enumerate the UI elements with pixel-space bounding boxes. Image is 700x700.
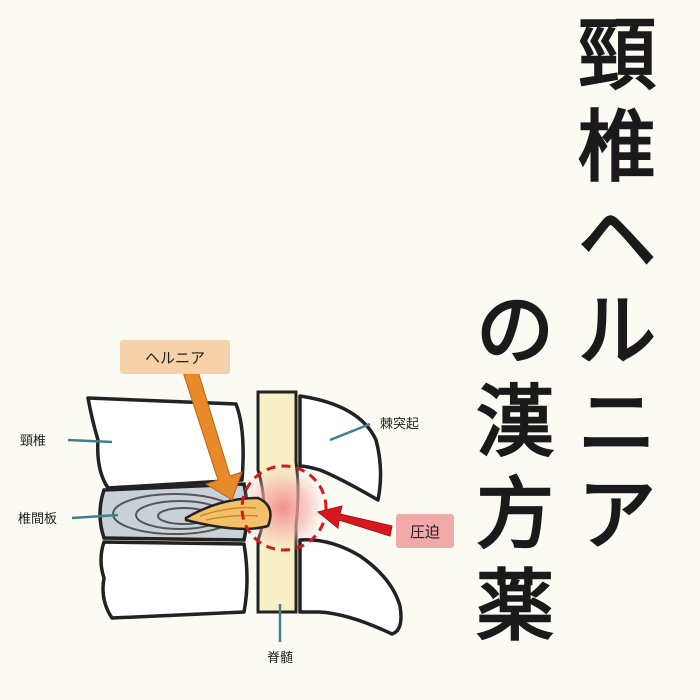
label-intervertebral-disc: 椎間板 bbox=[18, 512, 57, 527]
compression-circle bbox=[240, 464, 328, 552]
title-char: ル bbox=[577, 286, 656, 377]
label-cervical-vertebra: 頸椎 bbox=[20, 434, 46, 449]
title-column-left: の 漢 方 薬 bbox=[470, 285, 560, 653]
compression-callout: 圧迫 bbox=[396, 514, 454, 548]
title-char: ヘ bbox=[577, 194, 656, 285]
lower-posterior-element bbox=[298, 538, 403, 636]
hernia-arrow bbox=[182, 367, 243, 501]
pointer-line-spinous bbox=[329, 422, 371, 442]
hernia-protrusion bbox=[184, 496, 272, 531]
pointer-line-vertebra bbox=[67, 438, 113, 444]
compression-callout-label: 圧迫 bbox=[410, 523, 440, 541]
compression-arrow bbox=[316, 505, 393, 537]
title-char: 頸 bbox=[577, 10, 656, 101]
title-char: ニ bbox=[577, 378, 656, 469]
lower-vertebra bbox=[99, 540, 249, 620]
title-char: 漢 bbox=[475, 377, 554, 468]
hernia-callout: ヘルニア bbox=[120, 340, 230, 374]
title-char: の bbox=[475, 285, 554, 376]
title-char: 椎 bbox=[577, 102, 656, 193]
pointer-line-disc bbox=[71, 513, 119, 520]
title-char: 薬 bbox=[475, 561, 554, 652]
title-char: 方 bbox=[475, 469, 554, 560]
compression-glow bbox=[239, 464, 327, 552]
label-spinal-cord: 脊髄 bbox=[267, 651, 293, 666]
title-char: ア bbox=[577, 470, 656, 561]
label-spinous-process: 棘突起 bbox=[380, 416, 419, 432]
spinous-process bbox=[298, 394, 383, 502]
hernia-callout-label: ヘルニア bbox=[145, 349, 205, 367]
title-column-right: 頸 椎 ヘ ル ニ ア bbox=[572, 10, 662, 562]
